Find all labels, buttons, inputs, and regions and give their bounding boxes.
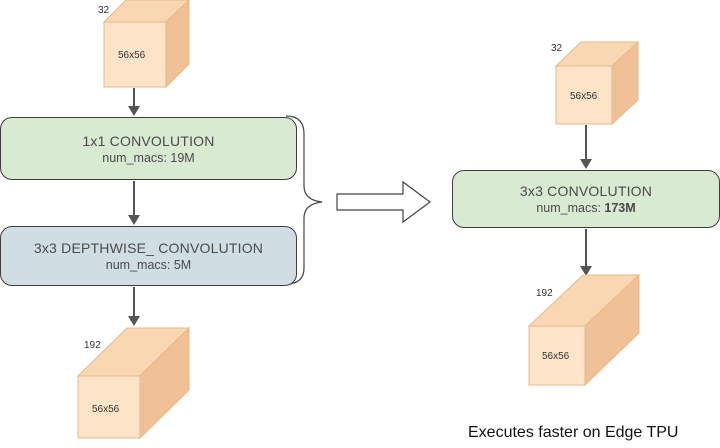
conv-3x3-macs-label: num_macs: [536,201,605,215]
right-input-size-label: 56x56 [570,91,598,102]
conv-1x1-title: 1x1 CONVOLUTION [82,132,215,149]
left-output-channels-label: 192 [84,340,101,351]
caption: Executes faster on Edge TPU [468,424,679,441]
left-input-channels-label: 32 [98,5,110,16]
depthwise-conv-macs-value: 5M [173,258,192,272]
right-output-tensor: 192 56x56 [527,273,641,387]
left-output-tensor: 192 56x56 [76,326,191,440]
left-input-size-label: 56x56 [118,50,146,61]
right-input-tensor: 32 56x56 [551,40,640,126]
right-output-size-label: 56x56 [542,351,570,362]
arrow-1x1-to-depthwise [128,181,140,225]
conv-1x1-macs: num_macs: 19M [102,150,194,166]
arrow-input-to-1x1 [128,88,140,116]
conv-3x3-macs-value: 173M [604,201,636,215]
arrow-right-input-to-conv [580,125,592,169]
arrow-depthwise-to-output [128,287,140,326]
right-input-channels-label: 32 [551,43,563,54]
right-output-channels-label: 192 [536,288,553,299]
conv-3x3-title: 3x3 CONVOLUTION [519,183,653,199]
grouping-brace [285,115,323,285]
depthwise-conv-block: 3x3 DEPTHWISE_ CONVOLUTION num_macs: 5M [0,226,297,286]
arrow-conv-to-right-output [580,229,592,276]
depthwise-conv-macs: num_macs: 5M [106,257,191,273]
left-input-tensor: 32 56x56 [98,0,190,89]
transformation-arrow [336,180,432,224]
conv-1x1-macs-value: 19M [170,150,195,165]
conv-1x1-macs-label: num_macs: [102,150,171,165]
left-output-size-label: 56x56 [92,404,120,415]
conv-3x3-macs: num_macs: 173M [536,200,635,216]
depthwise-conv-title: 3x3 DEPTHWISE_ CONVOLUTION [33,240,264,256]
conv-1x1-block: 1x1 CONVOLUTION num_macs: 19M [0,117,297,180]
conv-3x3-block: 3x3 CONVOLUTION num_macs: 173M [452,170,720,228]
depthwise-conv-macs-label: num_macs: [105,258,174,272]
